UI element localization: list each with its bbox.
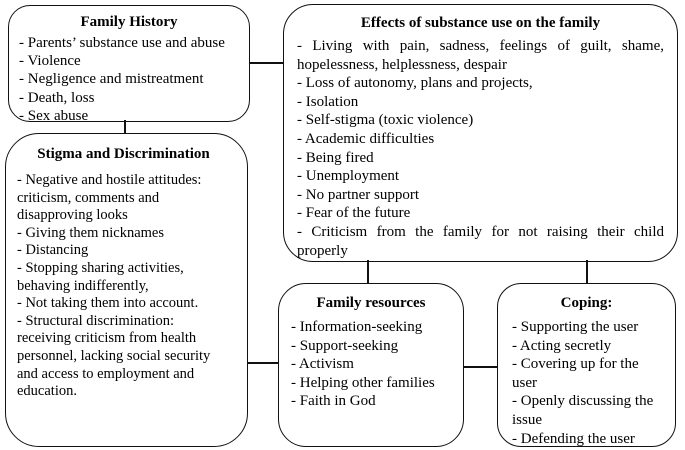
box-family-history-title: Family History (80, 14, 178, 30)
list-item: - Supporting the user (512, 319, 639, 335)
list-item: - Stopping sharing activities, behaving … (17, 259, 184, 294)
box-family-resources-title: Family resources (316, 295, 426, 311)
box-coping: Coping: - Supporting the user - Acting se… (497, 283, 676, 447)
list-item: - Death, loss (19, 89, 95, 106)
list-item: - Information-seeking (291, 319, 423, 335)
list-item: - Living with pain, sadness, feelings of… (297, 38, 664, 73)
box-stigma-items: - Negative and hostile attitudes: critic… (17, 172, 230, 401)
connector-effects-to-family-resources (367, 260, 369, 284)
box-effects-items: - Living with pain, sadness, feelings of… (297, 37, 664, 260)
connector-stigma-to-family-resources (247, 362, 279, 364)
list-item: - Being fired (297, 149, 374, 166)
list-item: - Unemployment (297, 168, 400, 185)
box-effects-title: Effects of substance use on the family (360, 15, 601, 31)
list-item: - Openly discussing the issue (512, 393, 654, 428)
connector-family-resources-to-coping (463, 366, 498, 368)
box-family-resources-items: - Information-seeking - Support-seeking - … (291, 318, 451, 411)
list-item: - Activism (291, 356, 354, 373)
box-family-history: Family History - Parents’ substance use … (8, 5, 250, 125)
box-stigma-title: Stigma and Discrimination (37, 146, 210, 162)
list-item: - Support-seeking (291, 337, 399, 354)
list-item: - Self-stigma (toxic violence) (297, 112, 474, 129)
list-item: - Academic difficulties (297, 130, 435, 147)
list-item: - Sex abuse (19, 107, 89, 124)
list-item: - Parents’ substance use and abuse (19, 35, 225, 51)
list-item: - Loss of autonomy, plans and projects, (297, 75, 533, 92)
list-item: - No partner support (297, 186, 420, 203)
list-item: - Defending the user (512, 430, 635, 447)
connector-effects-to-coping (586, 260, 588, 284)
list-item: - Covering up for the user (512, 356, 639, 391)
box-family-resources: Family resources - Information-seeking- … (278, 283, 464, 447)
list-item: - Distancing (17, 242, 89, 259)
list-item: - Negligence and mistreatment (19, 71, 204, 88)
list-item: - Giving them nicknames (17, 224, 164, 241)
list-item: - Negative and hostile attitudes: critic… (17, 172, 202, 224)
connector-family-history-to-effects (249, 62, 284, 64)
box-coping-items: - Supporting the user - Acting secretly - … (512, 318, 661, 448)
list-item: - Helping other families (291, 374, 435, 391)
list-item: - Not taking them into account. (17, 295, 199, 312)
list-item: - Violence (19, 53, 81, 70)
list-item: - Structural discrimination: receiving c… (17, 312, 211, 400)
list-item: - Isolation (297, 93, 359, 110)
box-effects-of-substance-use: Effects of substance use on the family -… (283, 4, 678, 262)
box-stigma-and-discrimination: Stigma and Discrimination - Negative and… (5, 133, 248, 447)
list-item: - Acting secretly (512, 337, 612, 354)
box-family-history-items: - Parents’ substance use and abuse - Viol… (19, 34, 239, 125)
list-item: - Criticism from the family for not rais… (297, 223, 664, 259)
list-item: - Faith in God (291, 393, 376, 410)
list-item: - Fear of the future (297, 205, 411, 222)
box-coping-title: Coping: (560, 295, 613, 311)
connector-family-history-to-stigma (124, 120, 126, 134)
